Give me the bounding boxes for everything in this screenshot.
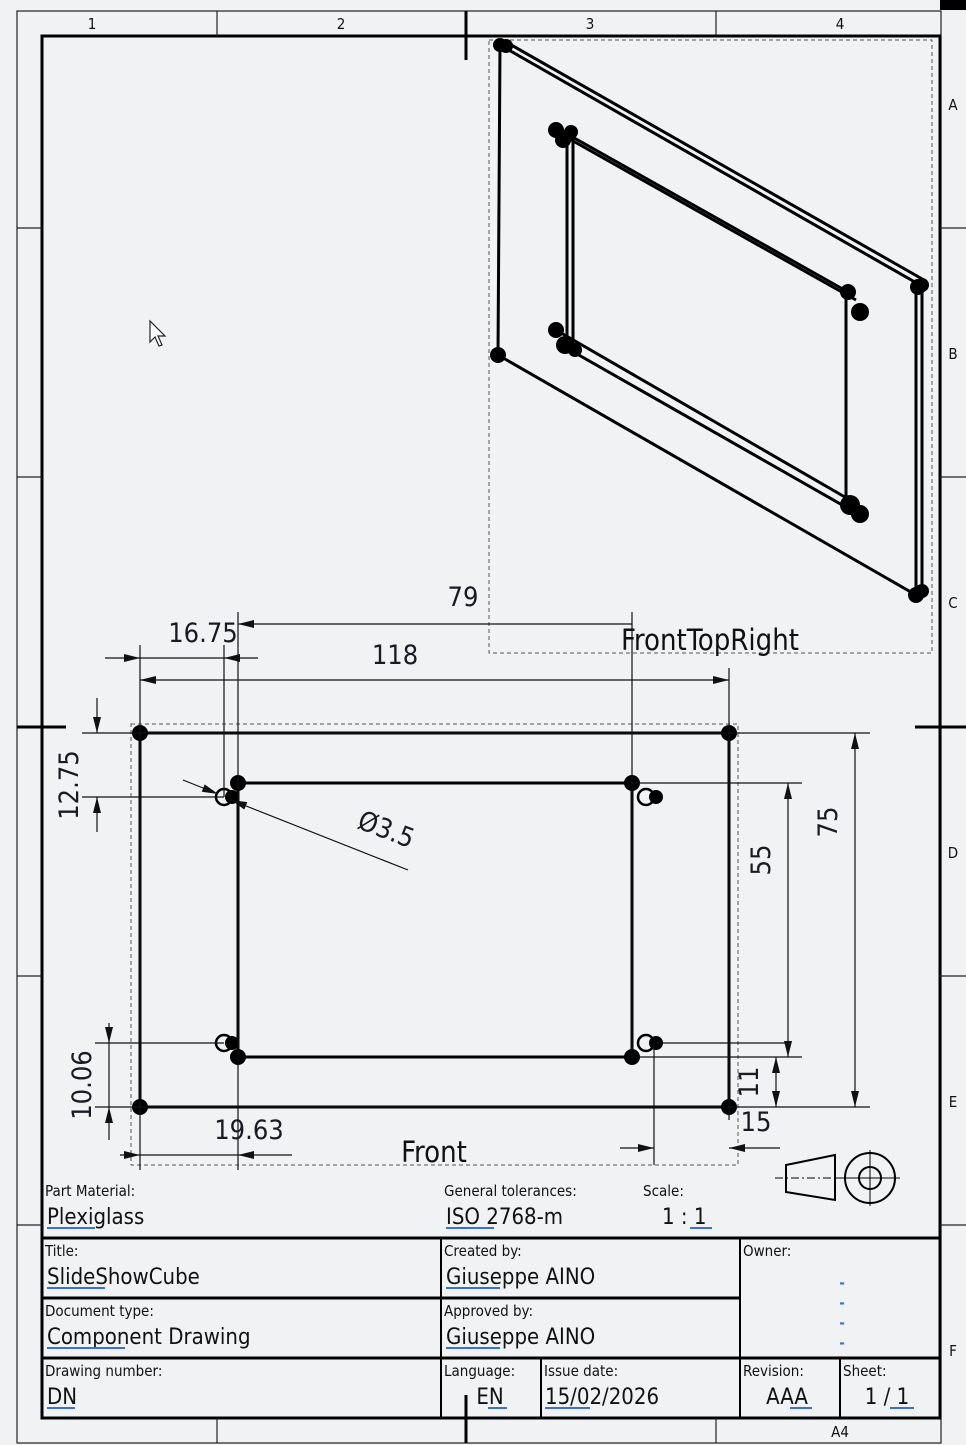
- dim-118[interactable]: 118: [372, 640, 418, 671]
- scale-field[interactable]: 1 : 1: [662, 1205, 706, 1230]
- created-by-field[interactable]: Giuseppe AINO: [446, 1265, 595, 1290]
- view-fronttopright[interactable]: FrontTopRight: [488, 38, 933, 657]
- dimension-texts[interactable]: 79 16.75 118 12.75 10.06 19.63 15 11 55 …: [54, 582, 844, 1146]
- title-field[interactable]: SlideShowCube: [47, 1265, 200, 1290]
- dim-11[interactable]: 11: [734, 1067, 765, 1098]
- sheet-label: Sheet:: [843, 1362, 887, 1380]
- owner-label: Owner:: [743, 1242, 791, 1260]
- owner-field-1[interactable]: -: [839, 1274, 845, 1292]
- view-label-fronttopright: FrontTopRight: [621, 623, 799, 657]
- dim-75[interactable]: 75: [813, 807, 844, 838]
- revision-field[interactable]: AAA: [766, 1385, 808, 1410]
- document-type-label: Document type:: [45, 1302, 154, 1320]
- owner-field-2[interactable]: -: [839, 1294, 845, 1312]
- created-by-label: Created by:: [444, 1242, 522, 1260]
- dim-hole-diameter[interactable]: Ø3.5: [354, 805, 419, 855]
- dim-12-75[interactable]: 12.75: [54, 750, 85, 820]
- view-frame: [488, 39, 933, 654]
- title-label: Title:: [44, 1242, 78, 1260]
- zone-row-a: A: [948, 96, 958, 114]
- drawing-number-label: Drawing number:: [45, 1362, 162, 1380]
- dim-10-06[interactable]: 10.06: [67, 1050, 98, 1120]
- scrollbar-corner: [940, 0, 966, 10]
- zone-row-d: D: [948, 844, 958, 862]
- approved-by-field[interactable]: Giuseppe AINO: [446, 1325, 595, 1350]
- issue-date-field[interactable]: 15/02/2026: [545, 1385, 659, 1410]
- zone-row-f: F: [949, 1342, 957, 1360]
- zone-col-3: 3: [586, 15, 595, 33]
- scale-label: Scale:: [643, 1182, 684, 1200]
- owner-field-4[interactable]: -: [839, 1334, 845, 1352]
- view-label-front: Front: [401, 1135, 467, 1169]
- dim-79[interactable]: 79: [448, 582, 479, 613]
- dim-15[interactable]: 15: [741, 1107, 772, 1138]
- zone-labels: 1 2 3 4 A B C D E F A4: [88, 15, 959, 1441]
- zone-col-4: 4: [836, 15, 845, 33]
- view-front[interactable]: Front: [130, 723, 739, 1169]
- part-material-field[interactable]: Plexiglass: [47, 1205, 144, 1230]
- owner-field-3[interactable]: -: [839, 1314, 845, 1332]
- projection-symbol-icon: [775, 1150, 900, 1206]
- sheet-field[interactable]: 1 / 1: [865, 1385, 909, 1410]
- editable-field-markers: [47, 1227, 914, 1409]
- revision-label: Revision:: [743, 1362, 804, 1380]
- language-field[interactable]: EN: [476, 1385, 503, 1410]
- zone-col-2: 2: [337, 15, 346, 33]
- paper-size: A4: [831, 1423, 849, 1441]
- title-block: Part Material: General tolerances: Scale…: [42, 1182, 940, 1418]
- mouse-cursor-icon: [149, 319, 167, 347]
- dim-16-75[interactable]: 16.75: [168, 618, 238, 649]
- zone-col-1: 1: [88, 15, 97, 33]
- dim-55[interactable]: 55: [746, 845, 777, 876]
- zone-row-b: B: [948, 345, 957, 363]
- zone-row-c: C: [948, 594, 957, 612]
- sheet-frame: [16, 10, 966, 1444]
- zone-row-e: E: [949, 1093, 958, 1111]
- hole-icons: [214, 787, 656, 1053]
- document-type-field[interactable]: Component Drawing: [47, 1325, 251, 1350]
- dim-19-63[interactable]: 19.63: [214, 1115, 284, 1146]
- drawing-number-field[interactable]: DN: [47, 1385, 77, 1410]
- part-material-label: Part Material:: [45, 1182, 135, 1200]
- language-label: Language:: [444, 1362, 515, 1380]
- view-frame: [130, 723, 739, 1166]
- tolerances-field[interactable]: ISO 2768-m: [446, 1205, 563, 1230]
- tolerances-label: General tolerances:: [444, 1182, 577, 1200]
- dimension-lines: [82, 612, 870, 1170]
- approved-by-label: Approved by:: [444, 1302, 533, 1320]
- issue-date-label: Issue date:: [544, 1362, 618, 1380]
